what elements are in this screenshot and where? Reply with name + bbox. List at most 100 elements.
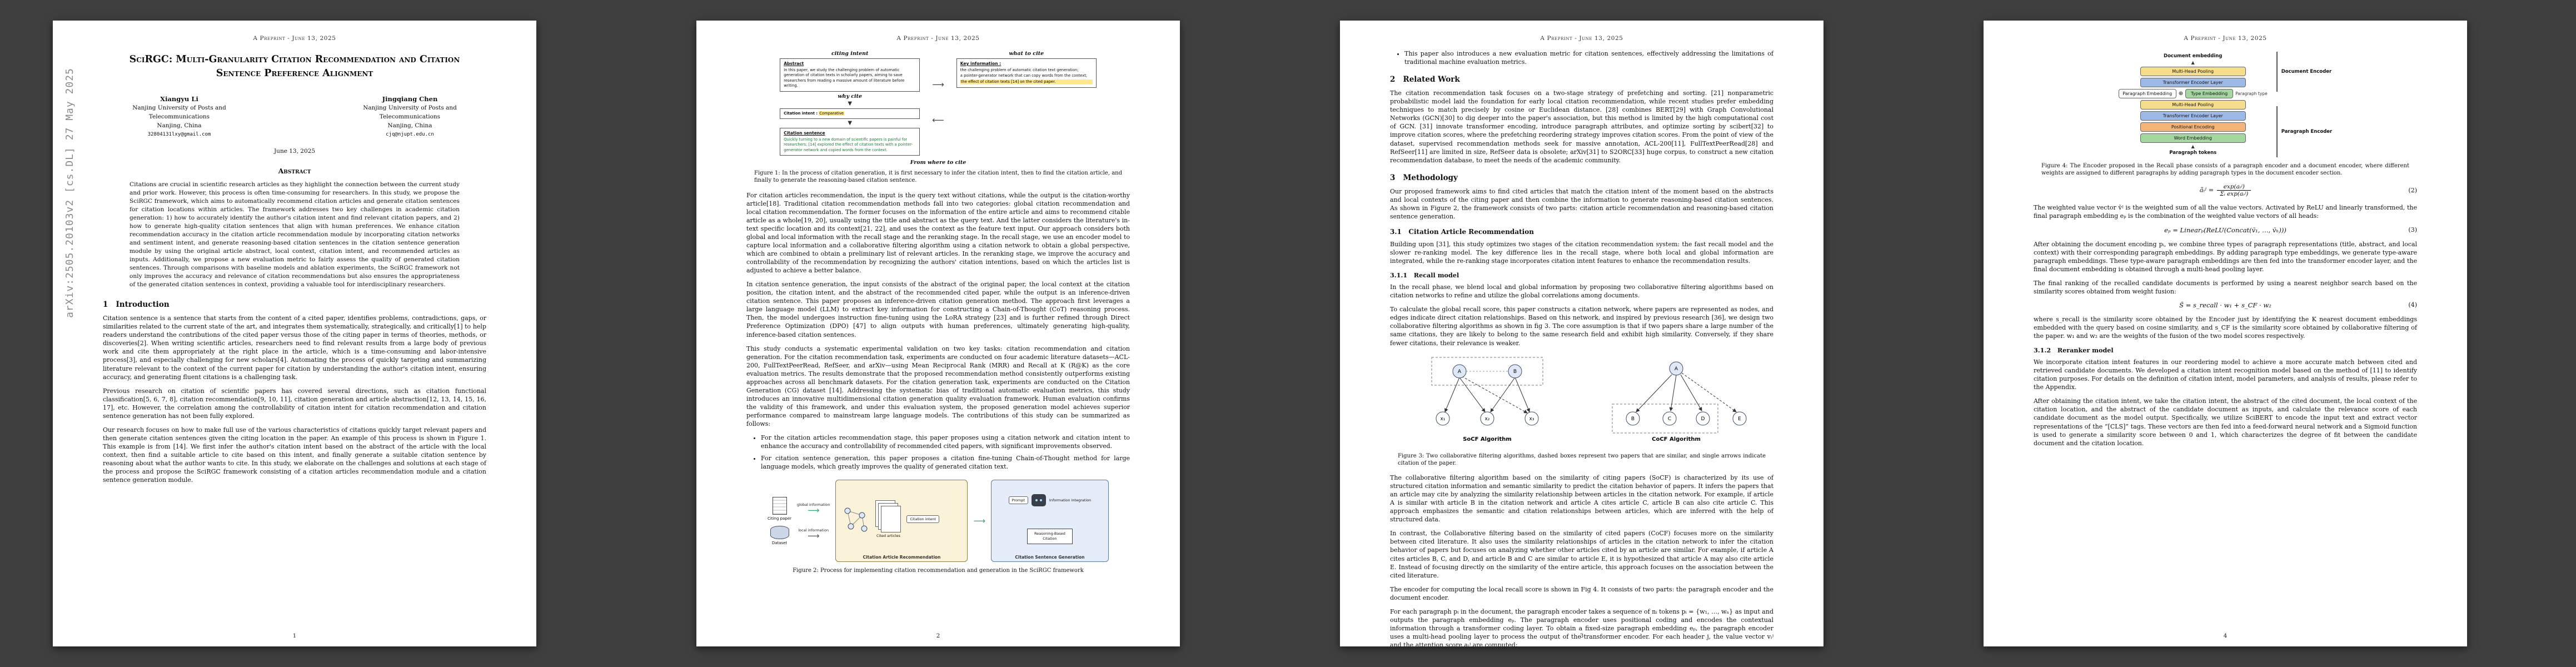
prompt-chip: Prompt (1008, 496, 1028, 504)
node-label: A (1458, 369, 1462, 375)
right-arrow-icon: ⟶ (932, 79, 944, 89)
abstract-heading: Abstract (278, 166, 311, 175)
body-paragraph: The final ranking of the recalled candid… (2034, 279, 2417, 295)
abstract-box-text: In this paper, we study the challenging … (784, 67, 905, 88)
page-1: arXiv:2505.20103v2 [cs.DL] 27 May 2025 A… (53, 21, 536, 646)
node-label: A (1675, 366, 1678, 372)
equation-3-body: eₚ = Linearₚ(ReLU(Concat(ṽ₁, …, ṽₕ))) (2164, 226, 2286, 234)
reranker-paragraph: We incorporate citation intent features … (2034, 359, 2417, 391)
author-block: Xiangyu Li Nanjing University of Posts a… (103, 94, 486, 139)
author-1-name: Xiangyu Li (160, 94, 198, 103)
contribution-item: This paper also introduces a new evaluat… (1404, 49, 1773, 66)
paragraph-encoder-label: Paragraph Encoder (2276, 106, 2332, 157)
encoder-side-labels: Document Encoder Paragraph Encoder (2276, 52, 2332, 157)
cocf-diagram: A B C D E CoCF Algorithm (1612, 361, 1747, 442)
collaborative-filtering-diagram: A B x₁ x₂ x₃ SoCF Algorithm A B (1431, 357, 1747, 442)
word-embedding-block: Word Embedding (2140, 133, 2246, 143)
body-paragraph: The weighted value vector ṽʲ is the weig… (2034, 204, 2417, 220)
section-heading-related-work: 2 Related Work (1390, 75, 1460, 84)
body-paragraph: After obtaining the document encoding pᵢ… (2034, 240, 2417, 273)
contributions-list-continued: This paper also introduces a new evaluat… (1404, 49, 1773, 66)
node-label: x₁ (1441, 416, 1446, 422)
figure-4: Document embedding ▲ Multi-Head Pooling … (2034, 49, 2417, 158)
body-paragraph: This study conducts a systematic experim… (746, 345, 1130, 428)
embedding-sum-row: Paragraph Embedding ⊕ Type Embedding Par… (2118, 88, 2268, 98)
node-label: D (1701, 416, 1705, 422)
down-arrow-icon: ▼ (848, 100, 853, 107)
equation-4-body: S̃ = s_recall · w₁ + s_CF · w₂ (2179, 301, 2271, 309)
key-information-title: Key information : (960, 61, 1001, 66)
right-arrow-icon: ⟶ (973, 516, 985, 526)
from-where-to-cite-label: From where to cite (910, 160, 966, 166)
generation-module-title: Citation Sentence Generation (1015, 555, 1085, 560)
socf-diagram: A B x₁ x₂ x₃ SoCF Algorithm (1431, 357, 1543, 442)
equation-2-fraction: exp(aᵢʲ)Σᵢ exp(aᵢʲ) (2217, 183, 2251, 197)
what-to-cite-label: what to cite (1009, 51, 1044, 57)
citation-intent-chip: Citation intent (906, 515, 939, 523)
citing-intent-label: citing intent (831, 51, 869, 57)
body-paragraph: where s_recall is the similarity score o… (2034, 315, 2417, 340)
node-label: B (1631, 416, 1635, 422)
global-information-label: global information (797, 502, 830, 507)
encoder-stack: Document embedding ▲ Multi-Head Pooling … (2118, 53, 2268, 156)
figure-1-caption: Figure 1: In the process of citation gen… (754, 170, 1122, 184)
page-number: 4 (2223, 633, 2228, 639)
reasoning-based-citation-box: Reasoning-Based Citation (1027, 529, 1073, 545)
related-work-paragraph: The citation recommendation task focuses… (1390, 89, 1773, 164)
document-embedding-label: Document embedding (2164, 53, 2223, 59)
socf-paragraph: The collaborative filtering algorithm ba… (1390, 474, 1773, 524)
dataset-label: Dataset (771, 540, 788, 545)
llm-robot-icon (1031, 494, 1046, 506)
positional-encoding-block: Positional Encoding (2140, 122, 2246, 132)
citation-article-recommendation-module: Cited articles Citation intent Citation … (835, 480, 968, 563)
right-arrow-icon: ⟶ (807, 531, 820, 541)
subsubsection-heading-reranker-model: 3.1.2 Reranker model (2034, 346, 2114, 355)
figure-2-caption: Figure 2: Process for implementing citat… (793, 568, 1084, 574)
author-2-affiliation: Nanjing University of Posts and Telecomm… (363, 104, 457, 120)
equation-3-number: (3) (2408, 226, 2417, 233)
section-heading-methodology: 3 Methodology (1390, 173, 1458, 182)
multi-head-pooling-block: Multi-Head Pooling (2140, 99, 2246, 109)
page-number: 2 (936, 633, 940, 639)
subsubsection-heading-recall-model: 3.1.1 Recall model (1390, 271, 1459, 280)
running-header: A Preprint - June 13, 2025 (1540, 35, 1623, 42)
body-paragraph: The encoder for computing the local reca… (1390, 585, 1773, 601)
intro-paragraph: Previous research on citation of scienti… (103, 387, 486, 420)
node-label: x₃ (1529, 416, 1534, 422)
intro-paragraph: Citation sentence is a sentence that sta… (103, 315, 486, 381)
module-connector-arrow: ⟶ (973, 516, 985, 526)
key-information-item: the challenging problem of automatic cit… (960, 67, 1079, 72)
citation-sentence-text: Quickly turning to a new domain of scien… (784, 137, 913, 152)
figure-1-arrows: ⟶ ⟵ (932, 51, 944, 125)
author-2-city: Nanjing, China (387, 122, 432, 129)
contribution-item: For citation sentence generation, this p… (761, 454, 1130, 471)
figure-1-left-column: citing intent Abstract In this paper, we… (780, 51, 920, 156)
paragraph-tokens-label: Paragraph tokens (2169, 150, 2217, 156)
fraction-denominator: Σᵢ exp(aᵢʲ) (2220, 191, 2249, 198)
equation-4-number: (4) (2408, 301, 2417, 309)
key-information-box: Key information : the challenging proble… (956, 58, 1097, 88)
node-label: C (1668, 416, 1671, 422)
body-paragraph: Building upon [31], this study optimizes… (1390, 240, 1773, 265)
intro-paragraph: Our research focuses on how to make full… (103, 426, 486, 484)
abstract-box: Abstract In this paper, we study the cha… (780, 58, 920, 92)
running-header: A Preprint - June 13, 2025 (896, 35, 980, 42)
figure-3-caption: Figure 3: Two collaborative filtering al… (1398, 452, 1766, 466)
body-paragraph: In citation sentence generation, the inp… (746, 281, 1130, 339)
candidate-papers-label: Cited articles (876, 533, 900, 538)
equation-4: S̃ = s_recall · w₁ + s_CF · w₂ (4) (2034, 301, 2417, 309)
citation-sentence-box: Citation sentence Quickly turning to a n… (780, 128, 920, 156)
left-arrow-icon: ⟵ (932, 115, 944, 125)
page-3: A Preprint - June 13, 2025 This paper al… (1340, 21, 1823, 646)
plus-icon: ⊕ (2178, 90, 2184, 97)
equation-2-body: ãᵢʲ =exp(aᵢʲ)Σᵢ exp(aᵢʲ) (2058, 183, 2393, 197)
figure-1: citing intent Abstract In this paper, we… (746, 49, 1130, 166)
citation-intent-value: Comparative (819, 111, 844, 116)
paragraph-embedding-block: Paragraph Embedding (2118, 88, 2176, 98)
body-paragraph: In the recall phase, we blend local and … (1390, 283, 1773, 300)
author-2-name: Jingqiang Chen (382, 94, 438, 103)
running-header: A Preprint - June 13, 2025 (253, 35, 336, 42)
body-paragraph: For each paragraph pᵢ in the document, t… (1390, 608, 1773, 646)
methodology-paragraph: Our proposed framework aims to find cite… (1390, 187, 1773, 220)
recommendation-module-title: Citation Article Recommendation (863, 555, 941, 560)
